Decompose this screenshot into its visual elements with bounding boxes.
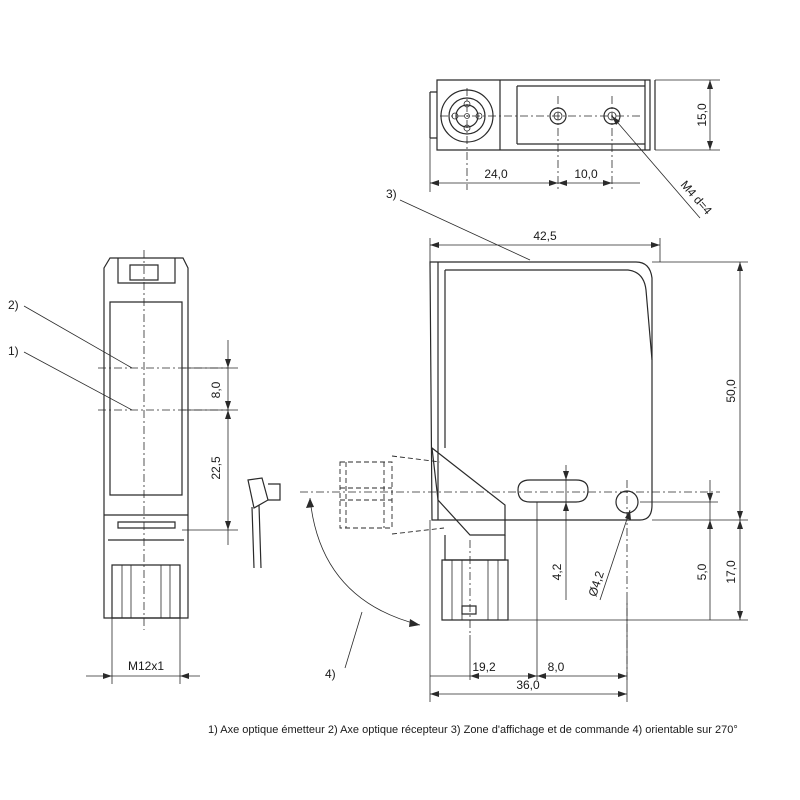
callout-3: 3)	[386, 187, 397, 201]
dim-bottom-offset: 5,0	[695, 563, 709, 580]
top-view: 15,0 24,0 10,0 M4 d=4	[429, 79, 720, 219]
dim-connector: M12x1	[128, 659, 164, 673]
dim-top-width-b: 10,0	[574, 167, 598, 181]
dim-base-total: 36,0	[516, 678, 540, 692]
callout-2: 2)	[8, 298, 19, 312]
dim-optic-height: 22,5	[209, 456, 223, 480]
side-view: 4) 3) 42,5 50,0 5,0 17,0 4,2 Ø4,2	[300, 187, 748, 702]
dim-base-a: 19,2	[472, 660, 496, 674]
dim-body-height: 50,0	[724, 379, 738, 403]
dim-top-height: 15,0	[695, 103, 709, 127]
dim-base-b: 8,0	[548, 660, 565, 674]
dim-body-width: 42,5	[533, 229, 557, 243]
callout-1: 1)	[8, 344, 19, 358]
callout-4: 4)	[325, 667, 336, 681]
dim-hole-diameter: Ø4,2	[586, 569, 607, 598]
front-view: 8,0 22,5 M12x1 2) 1)	[8, 250, 281, 684]
dim-bottom-height: 17,0	[724, 560, 738, 584]
dim-top-width-a: 24,0	[484, 167, 508, 181]
thread-note: M4 d=4	[678, 178, 715, 218]
dim-slot-height: 4,2	[550, 563, 564, 580]
dim-optic-spacing: 8,0	[209, 381, 223, 398]
legend-caption: 1) Axe optique émetteur 2) Axe optique r…	[208, 724, 738, 736]
